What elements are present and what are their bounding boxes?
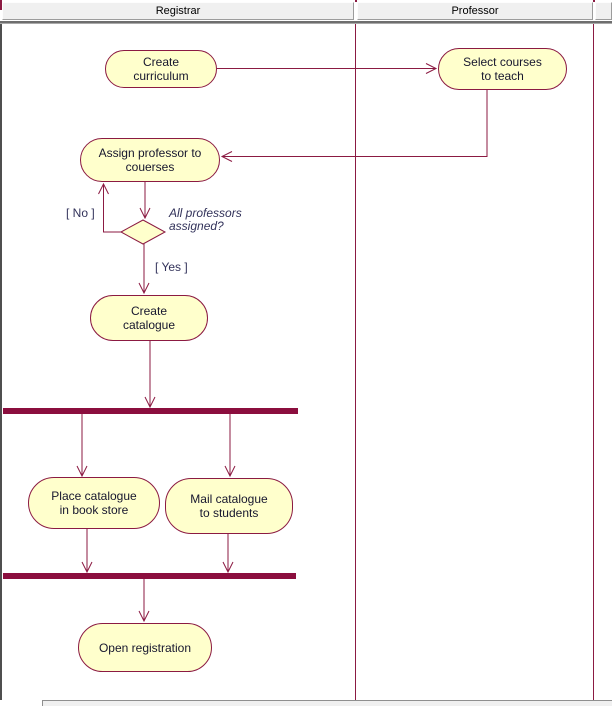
transition-join-to-open-registration[interactable] [138, 579, 150, 623]
fork-bar[interactable] [3, 408, 298, 414]
lane-right-border [593, 24, 594, 700]
activity-place-catalogue[interactable]: Place catalogue in book store [28, 477, 160, 529]
activity-label: Create catalogue [122, 304, 176, 332]
activity-mail-catalogue[interactable]: Mail catalogue to students [165, 478, 293, 534]
activity-label: Open registration [98, 640, 192, 655]
header-divider [0, 21, 612, 23]
transition-create-catalogue-to-fork[interactable] [144, 341, 156, 409]
horizontal-scrollbar[interactable] [42, 700, 612, 706]
transition-mail-catalogue-to-join[interactable] [222, 534, 234, 574]
lane-edge-tick [355, 0, 357, 2]
transition-fork-to-place-catalogue[interactable] [76, 414, 88, 478]
lane-edge-tick [0, 0, 2, 10]
activity-label: Select courses to teach [463, 55, 542, 83]
join-bar[interactable] [3, 573, 296, 579]
activity-create-curriculum[interactable]: Create curriculum [105, 50, 217, 88]
transition-decision-no-loop[interactable] [98, 182, 122, 233]
activity-select-courses[interactable]: Select courses to teach [438, 48, 567, 90]
activity-label: Place catalogue in book store [51, 489, 137, 517]
transition-create-curriculum-to-select-courses[interactable] [217, 63, 438, 74]
transition-decision-yes-to-create-catalogue[interactable] [138, 244, 150, 295]
lane-title: Professor [451, 5, 499, 17]
lane-header-professor[interactable]: Professor [357, 2, 593, 20]
lane-title: Registrar [155, 5, 201, 17]
transition-assign-professor-to-decision[interactable] [139, 182, 151, 220]
transition-select-courses-to-assign-professor[interactable] [220, 90, 488, 162]
lane-separator [355, 24, 356, 706]
header-divider [0, 20, 612, 21]
diagram-left-border [0, 24, 2, 700]
guard-no-label: [ No ] [66, 206, 95, 220]
decision-diamond[interactable] [119, 219, 167, 245]
activity-label: Create curriculum [133, 55, 189, 83]
guard-yes-label: [ Yes ] [155, 260, 188, 274]
activity-open-registration[interactable]: Open registration [78, 623, 212, 672]
lane-edge-tick [593, 0, 595, 2]
activity-label: Mail catalogue to students [190, 492, 268, 520]
activity-assign-professor[interactable]: Assign professor to couerses [80, 138, 220, 182]
transition-fork-to-mail-catalogue[interactable] [224, 414, 236, 478]
activity-label: Assign professor to couerses [98, 146, 202, 174]
header-divider [0, 23, 612, 24]
activity-create-catalogue[interactable]: Create catalogue [90, 295, 208, 341]
lane-header-registrar[interactable]: Registrar [2, 2, 354, 20]
transition-place-catalogue-to-join[interactable] [81, 529, 93, 574]
decision-question-label: All professors assigned? [169, 206, 242, 233]
